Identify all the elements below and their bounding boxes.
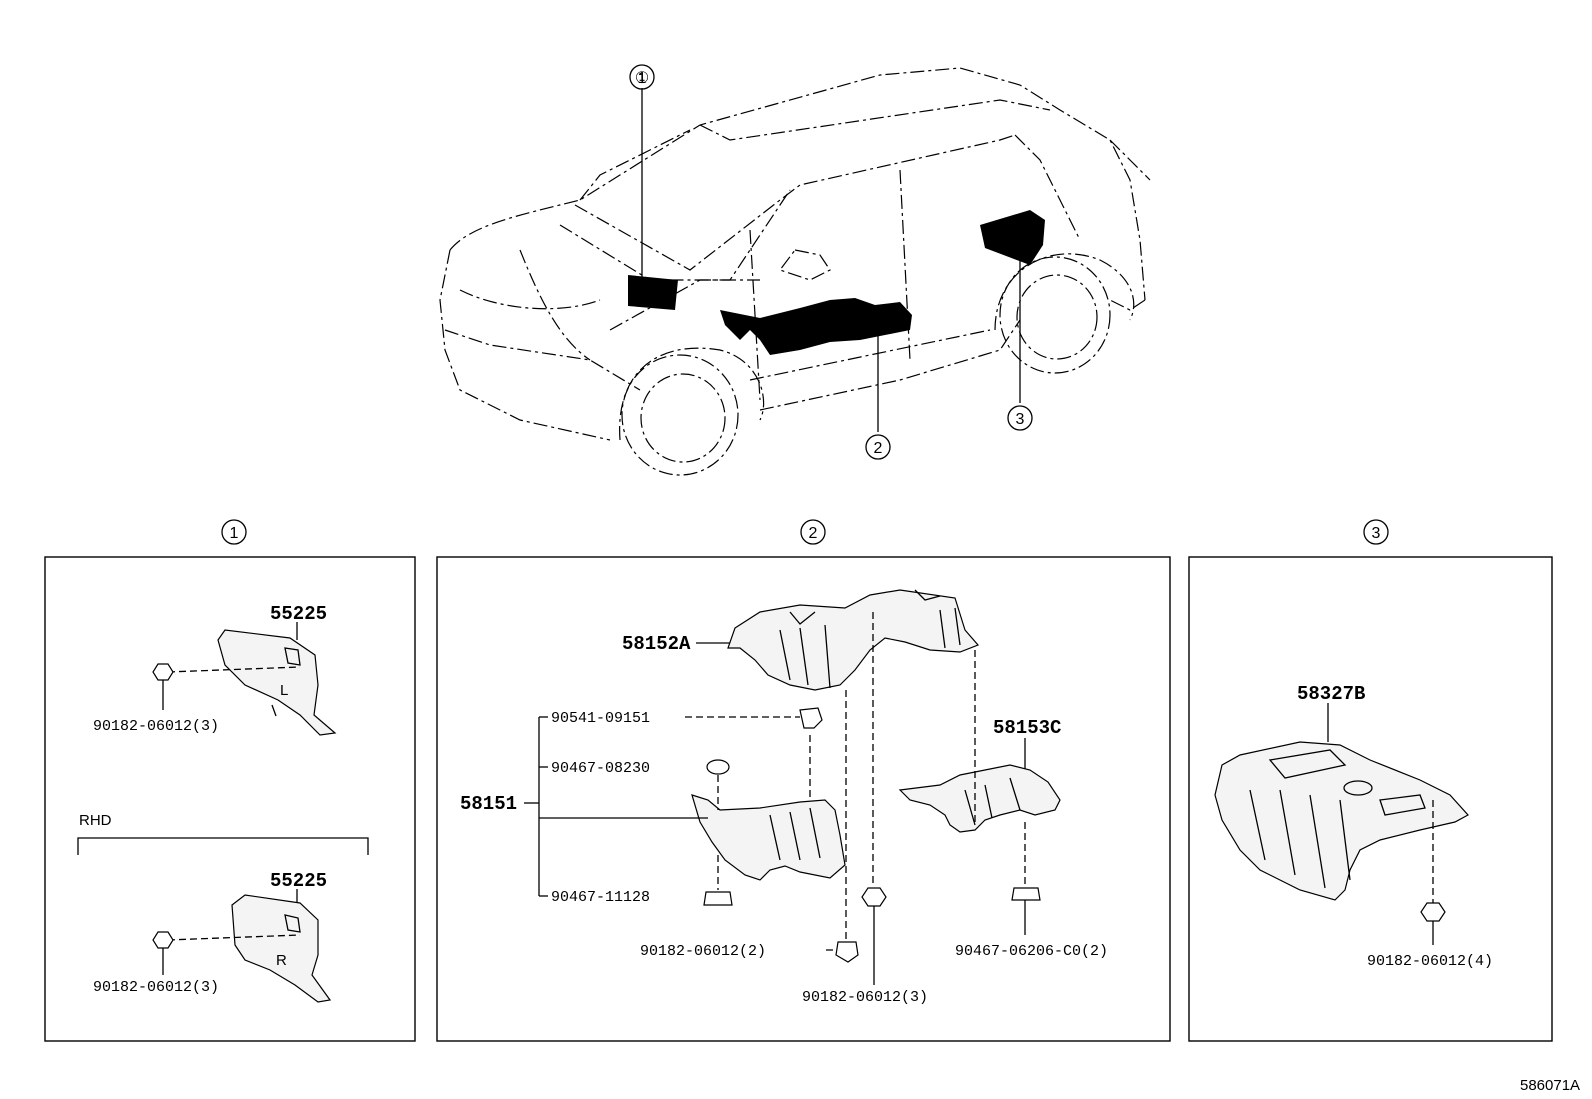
grommet-icon [703,891,733,906]
grommet-icon [706,759,730,775]
area-2-fill [720,298,912,355]
fastener-90182-06012-3: 90182-06012(3) [802,989,928,1006]
car-callout-2-num: 2 [874,440,883,457]
panel-3-num: 3 [1372,525,1381,542]
panel-1-top-part: 55225 [270,603,327,625]
part-58153c [898,764,1061,833]
part-58151-label: 58151 [460,793,517,815]
rhd-label: RHD [79,812,112,829]
shield-55225-top [217,629,337,736]
panel-2-frame [436,556,1171,1042]
panel-3-frame [1188,556,1553,1042]
car-callout-1-num: 1 [638,70,647,87]
part-58153c-label: 58153C [993,717,1061,739]
panel-2: 2 58152A 58153C 58151 [436,519,1171,1042]
fastener-90467-11128: 90467-11128 [551,889,650,906]
panel-2-num: 2 [809,525,818,542]
grommet-icon [1011,887,1041,901]
fastener-90467-06206: 90467-06206-C0(2) [955,943,1108,960]
nut-icon [152,931,174,949]
fastener-90182-06012-2: 90182-06012(2) [640,943,766,960]
part-58152a [727,589,980,691]
part-58327b-label: 58327B [1297,683,1365,705]
panel-1-bottom-fastener: 90182-06012(3) [93,979,219,996]
shield-mark-l: L [280,682,288,699]
fastener-90467-08230: 90467-08230 [551,760,650,777]
car-callout-3-num: 3 [1016,411,1025,428]
panel-1-top-fastener: 90182-06012(3) [93,718,219,735]
panel-3-fastener: 90182-06012(4) [1367,953,1493,970]
fastener-90541-09151: 90541-09151 [551,710,650,727]
nut-icon [152,663,174,681]
clip-icon [835,941,859,963]
nut-icon [1420,902,1446,922]
part-58327b [1214,741,1469,901]
car-illustration: ① 1 2 3 [439,64,1151,476]
panel-1-num: 1 [230,525,239,542]
diagram-ref: 586071A [1520,1077,1580,1094]
part-58152a-label: 58152A [622,633,691,655]
area-1-fill [628,275,678,310]
panel-1-frame [44,556,416,1042]
nut-icon [861,887,887,907]
panel-3: 3 58327B 90182-06012(4) [1188,519,1553,1042]
shield-mark-r: R [276,952,287,969]
car-callout-1: ① [635,70,649,87]
panel-1-bottom-part: 55225 [270,870,327,892]
area-3-fill [980,210,1045,265]
part-58151-shield [691,794,846,881]
shield-55225-bottom [231,894,332,1003]
panel-1: 1 55225 L 90182-06012(3) RHD 55225 R 901… [44,519,416,1042]
clip-icon [799,707,823,729]
